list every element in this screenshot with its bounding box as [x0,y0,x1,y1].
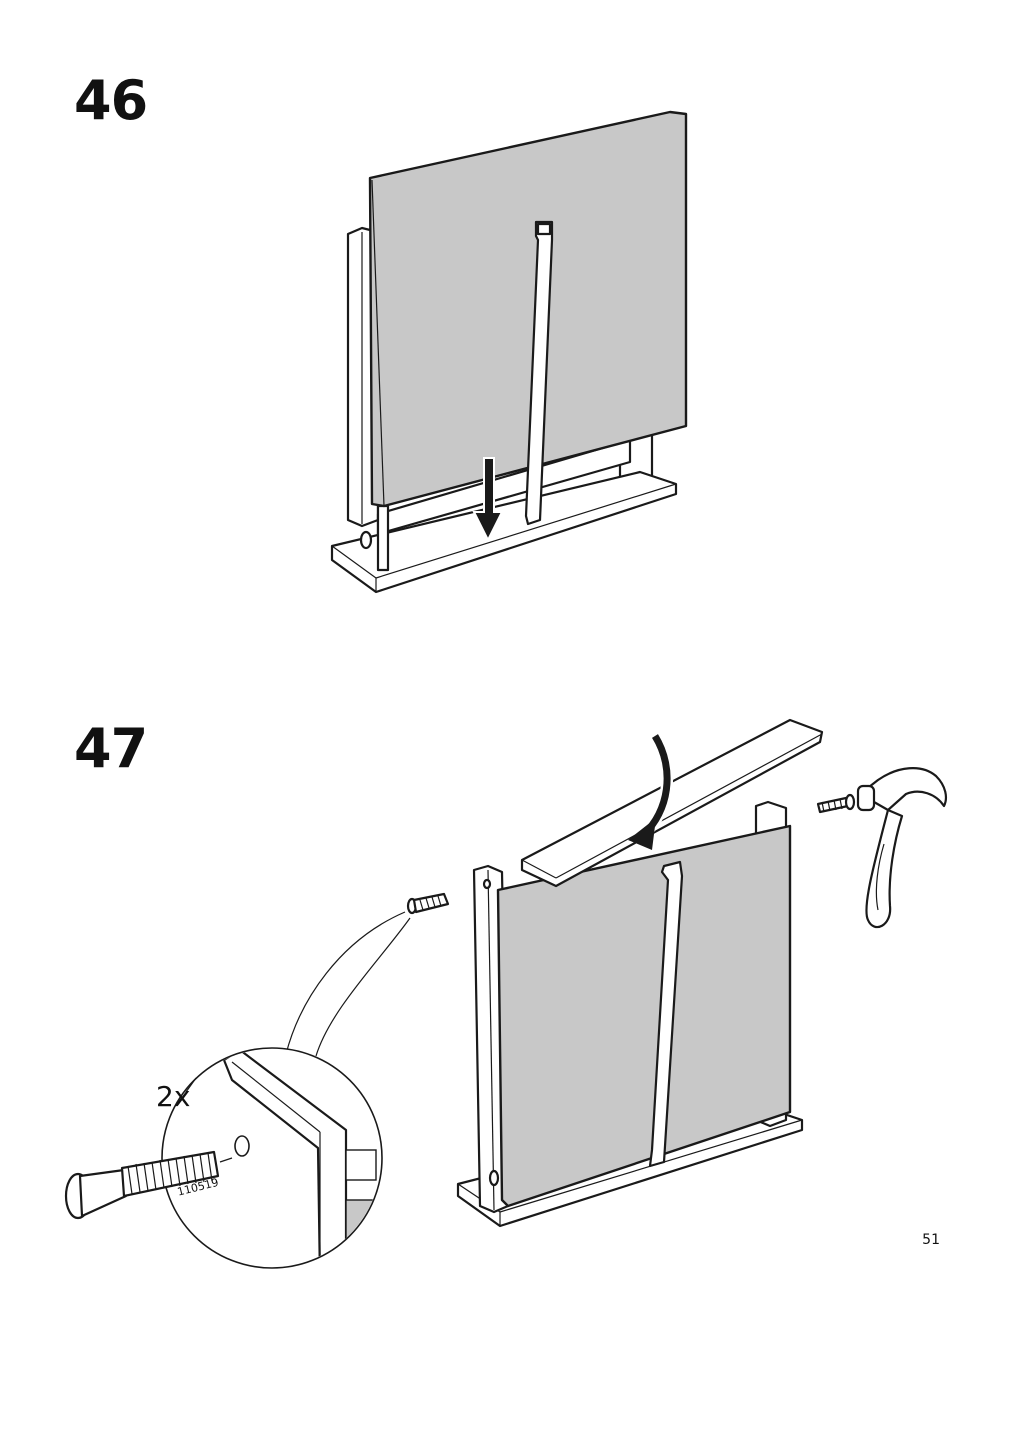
curved-arrow-icon [628,732,674,850]
detail-callout [64,1047,383,1269]
top-rail [520,718,824,888]
hammer-icon [856,767,947,929]
quantity-label: 2x [156,1080,191,1113]
down-arrow-icon [472,457,504,543]
back-panel-47 [496,824,792,1208]
step-47-number: 47 [74,717,148,780]
page-number: 51 [922,1232,940,1248]
dowel-icon [406,892,450,915]
step-47-illustration [64,718,947,1269]
step-46-number: 46 [74,69,148,132]
center-batten-47 [648,860,684,1168]
back-panel [368,110,688,508]
base-plinth [330,470,678,594]
center-batten [524,220,554,526]
screw-icon [816,793,856,814]
step-46-illustration [330,110,688,594]
